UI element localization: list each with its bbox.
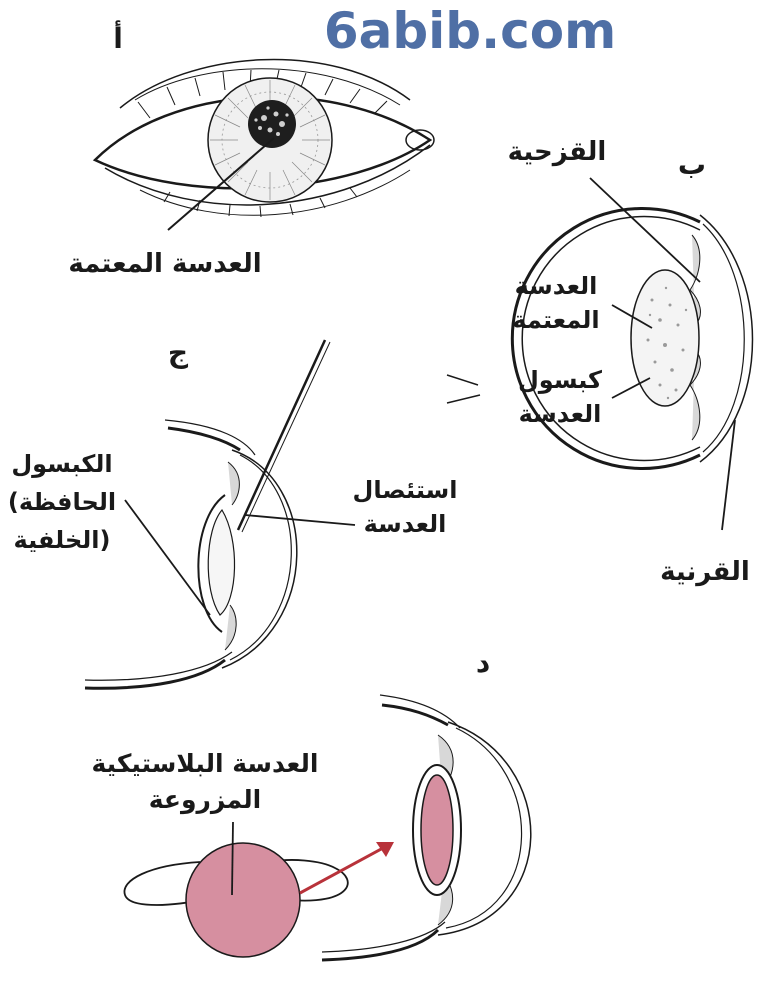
panel-c-extraction-line1: استئصال <box>353 476 458 504</box>
panel-c-capsule-leader <box>125 500 210 615</box>
panel-c-capsule-line2: (الحافظة <box>8 488 116 516</box>
panel-b-cornea-label: القرنية <box>660 557 750 587</box>
plastic-lens-optic <box>186 843 300 957</box>
panel-b-opaque-lens-line1: العدسة <box>515 272 598 300</box>
panel-b-iris-leader <box>590 178 700 282</box>
panel-c-letter: ج <box>168 336 189 370</box>
plastic-lens-implant <box>124 843 347 957</box>
panel-c-extraction-line2: العدسة <box>364 510 447 538</box>
watermark: 6abib.com <box>324 2 616 60</box>
external-eye-illustration <box>95 59 434 217</box>
panel-d-implant-leader <box>232 822 233 895</box>
panel-d: د العدسة البلاس <box>91 646 530 960</box>
implanted-lens-illustration <box>322 695 531 960</box>
eyeball-cross-section <box>447 209 753 469</box>
lens-extraction-illustration <box>85 340 330 688</box>
panel-c-extraction-leader <box>245 515 355 525</box>
panel-d-letter: د <box>476 646 490 679</box>
panel-c-capsule-line3: الخلفية) <box>14 526 111 554</box>
panel-b-capsule-line2: العدسة <box>519 400 602 428</box>
panel-c: ج الكبسول (الحافظة الخلفية) است <box>8 336 458 688</box>
panel-a-opaque-lens-label: العدسة المعتمة <box>68 249 261 279</box>
implanted-lens-in-eye <box>421 775 453 885</box>
panel-b: ب القزحية <box>447 137 753 587</box>
panel-b-iris-label: القزحية <box>508 137 607 167</box>
panel-b-letter: ب <box>678 148 706 181</box>
insertion-arrow <box>300 848 383 893</box>
panel-d-implant-line1: العدسة البلاستيكية <box>91 749 318 778</box>
panel-d-implant-line2: المزروعة <box>149 785 261 815</box>
panel-c-capsule-line1: الكبسول <box>11 450 112 478</box>
panel-b-capsule-line1: كبسول <box>518 366 602 394</box>
panel-b-opaque-lens <box>631 270 699 406</box>
panel-b-opaque-lens-line2: المعتمة <box>512 306 599 334</box>
panel-a-letter: أ <box>113 20 123 55</box>
